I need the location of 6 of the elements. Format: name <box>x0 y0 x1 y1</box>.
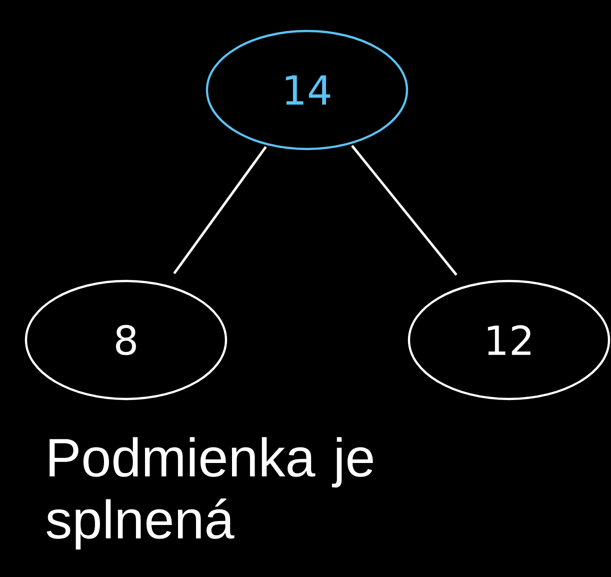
connector-line <box>351 144 458 276</box>
ellipse-node: 14 <box>206 30 408 150</box>
ellipse-node: 12 <box>408 280 610 400</box>
connector-line <box>173 146 267 274</box>
caption-text: Podmienka je splnená <box>46 437 373 550</box>
ellipse-node: 8 <box>24 280 228 400</box>
